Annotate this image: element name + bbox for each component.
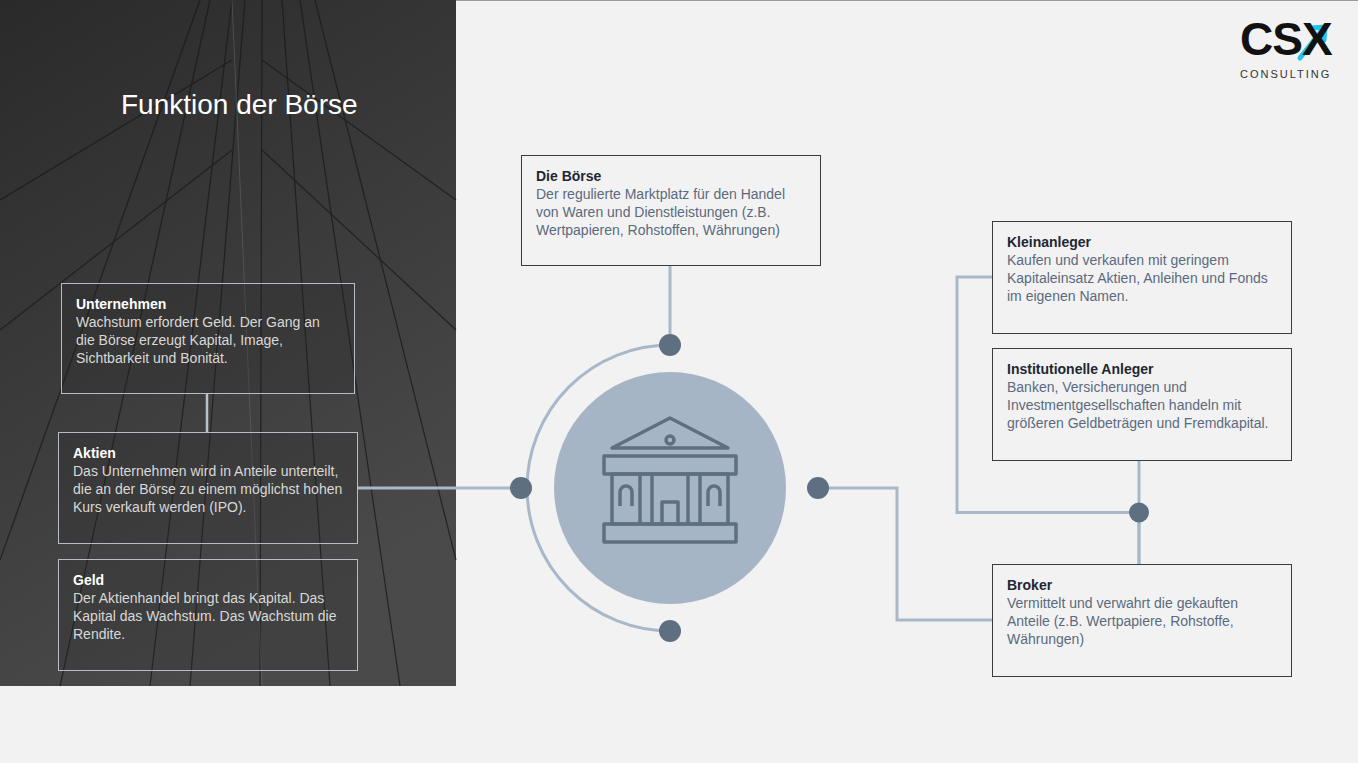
box-heading: Aktien [73,444,343,462]
box-body: Kaufen und verkaufen mit geringem Kapita… [1007,251,1277,305]
info-box: BrokerVermittelt und verwahrt die gekauf… [992,564,1292,677]
hub-dots [510,334,829,642]
bank-icon [604,418,736,542]
leader-line [358,487,521,490]
dark-panel [0,0,456,686]
box-heading: Unternehmen [76,295,340,313]
junction-dot [1129,503,1149,523]
box-heading: Die Börse [536,167,806,185]
box-body: Vermittelt und verwahrt die gekauften An… [1007,594,1277,648]
box-body: Das Unternehmen wird in Anteile untertei… [73,462,343,516]
box-heading: Broker [1007,576,1277,594]
info-box: Die BörseDer regulierte Marktplatz für d… [521,155,821,266]
box-body: Der regulierte Marktplatz für den Handel… [536,185,806,239]
info-box: AktienDas Unternehmen wird in Anteile un… [58,432,358,544]
logo-mark: CSX [1240,14,1332,64]
info-box: Institutionelle AnlegerBanken, Versicher… [992,348,1292,461]
building-lines [0,0,456,686]
slide-title: Funktion der Börse [121,88,358,122]
leader-line [818,488,992,620]
box-body: Der Aktienhandel bringt das Kapital. Das… [73,589,343,643]
info-box: KleinanlegerKaufen und verkaufen mit ger… [992,221,1292,334]
box-heading: Kleinanleger [1007,233,1277,251]
info-box: UnternehmenWachstum erfordert Geld. Der … [61,283,355,394]
box-heading: Geld [73,571,343,589]
hub-circle [554,372,786,604]
logo-text: CONSULTING [1240,67,1331,81]
box-body: Banken, Versicherungen und Investmentges… [1007,378,1277,432]
leader-line [669,266,672,345]
box-heading: Institutionelle Anleger [1007,360,1277,378]
box-body: Wachstum erfordert Geld. Der Gang an die… [76,313,340,367]
info-box: GeldDer Aktienhandel bringt das Kapital.… [58,559,358,671]
connector-line [206,394,209,432]
